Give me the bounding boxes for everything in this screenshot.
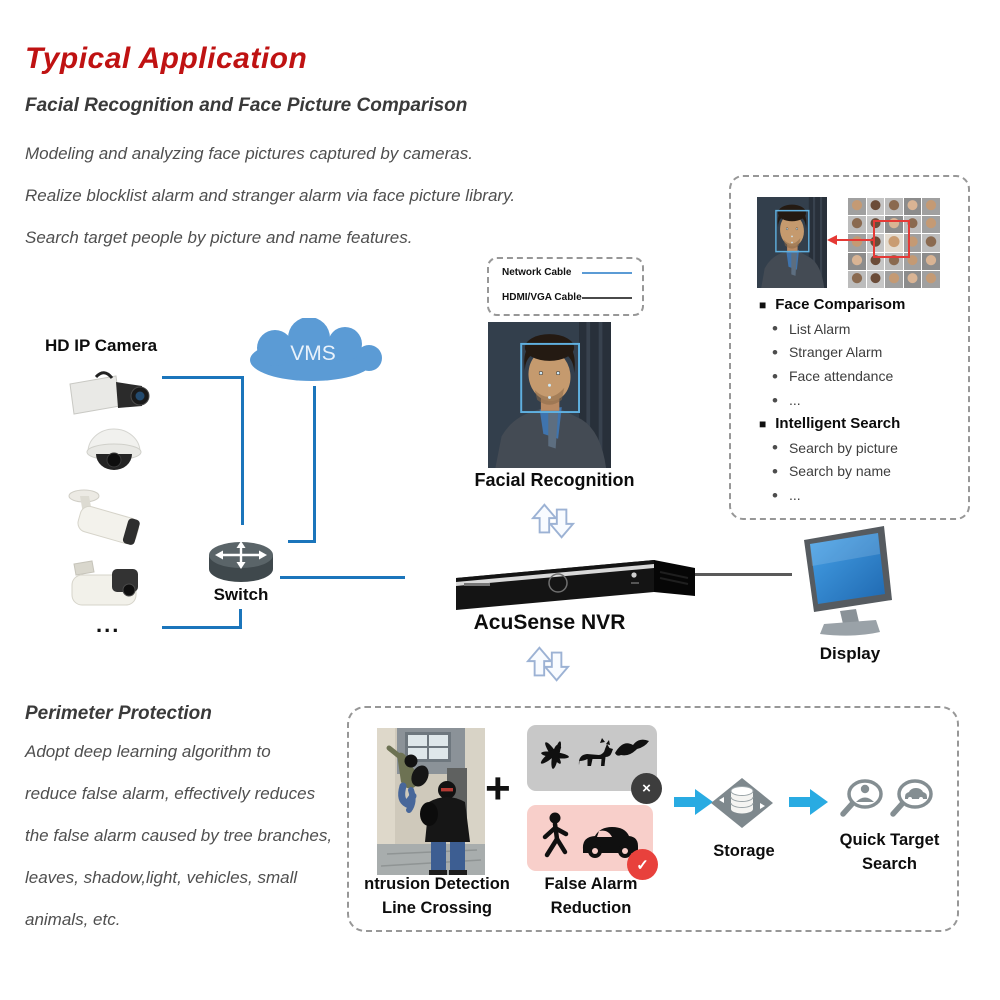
box-camera-icon	[69, 371, 150, 415]
flow-arrow-icon	[789, 786, 829, 823]
dot-bullet-icon: •	[772, 342, 778, 362]
hdmi-cable-line	[582, 296, 632, 299]
perimeter-section-heading: Perimeter Protection	[25, 703, 212, 724]
facial-recognition-image	[488, 322, 611, 468]
feature-item: • ...	[772, 390, 801, 410]
search-person-icon	[840, 779, 883, 817]
feature-group-heading: ■ Intelligent Search	[759, 415, 901, 433]
feature-item: • Face attendance	[772, 366, 894, 386]
false-alarm-label: False Alarm Reduction	[544, 875, 638, 917]
description-line: the false alarm caused by tree branches,	[25, 826, 333, 845]
display-monitor-icon	[798, 526, 900, 645]
facial-recognition-label: Facial Recognition	[474, 470, 635, 490]
foliage-icon	[540, 741, 569, 769]
pedestrian-icon	[542, 812, 569, 858]
cat-icon	[578, 738, 613, 766]
storage-icon	[709, 776, 775, 835]
feature-item: • Search by name	[772, 461, 891, 481]
description-line: animals, etc.	[25, 910, 121, 929]
feature-item: • ...	[772, 485, 801, 505]
network-cable-line	[582, 271, 632, 274]
false-triggers-box: ×	[527, 725, 662, 804]
display-cable-line	[693, 573, 792, 576]
updown-arrow-icon	[527, 500, 579, 547]
feature-item: • Stranger Alarm	[772, 342, 883, 362]
dome-camera-icon	[86, 428, 142, 470]
hd-ip-camera-label: HD IP Camera	[45, 336, 158, 355]
intruder-photo	[377, 728, 485, 875]
bird-icon	[615, 739, 649, 756]
dot-bullet-icon: •	[772, 390, 778, 410]
plus-sign: +	[485, 764, 511, 813]
dot-bullet-icon: •	[772, 485, 778, 505]
storage-label: Storage	[713, 842, 775, 860]
connector-line	[162, 376, 244, 379]
connector-line	[280, 576, 405, 579]
dot-bullet-icon: •	[772, 366, 778, 386]
vms-cloud-icon: VMS VMS	[237, 317, 387, 393]
square-bullet-icon: ■	[759, 297, 767, 312]
nvr-label: AcuSense NVR	[473, 611, 626, 634]
search-vehicle-icon	[890, 779, 933, 817]
perimeter-diagram-box: + ×	[347, 706, 959, 932]
description-line: Modeling and analyzing face pictures cap…	[25, 144, 473, 163]
dot-bullet-icon: •	[772, 461, 778, 481]
description-line: leaves, shadow,light, vehicles, small	[25, 868, 298, 887]
matched-face-box	[873, 220, 910, 258]
face-grid-image	[848, 198, 940, 288]
switch-label: Switch	[213, 585, 269, 604]
nvr-device-icon	[448, 552, 703, 619]
flow-arrow-icon	[674, 786, 714, 823]
description-line: reduce false alarm, effectively reduces	[25, 784, 316, 803]
square-bullet-icon: ■	[759, 416, 767, 431]
connector-line	[313, 386, 316, 543]
feature-group-heading: ■ Face Comparisom	[759, 296, 906, 314]
description-line: Adopt deep learning algorithm to	[25, 742, 271, 761]
description-line: Search target people by picture and name…	[25, 228, 413, 247]
connector-line	[288, 540, 316, 543]
feature-item: • Search by picture	[772, 438, 898, 458]
legend-box: Network Cable HDMI/VGA Cable	[487, 257, 644, 316]
face-portrait-image	[757, 197, 827, 288]
dot-bullet-icon: •	[772, 319, 778, 339]
more-cameras-ellipsis: ...	[96, 612, 121, 637]
legend-network-label: Network Cable	[502, 267, 572, 278]
face-feature-panel: ■ Face Comparisom • List Alarm • Strange…	[729, 175, 970, 520]
feature-list: ■ Face Comparisom • List Alarm • Strange…	[759, 293, 960, 507]
intrusion-label: ntrusion Detection Line Crossing	[364, 875, 510, 917]
quick-target-label: Quick Target Search	[839, 831, 940, 873]
page-title: Typical Application	[25, 42, 308, 75]
match-arrow-icon	[827, 233, 873, 251]
face-section-heading: Facial Recognition and Face Picture Comp…	[25, 95, 468, 116]
legend-hdmi-label: HDMI/VGA Cable	[502, 292, 582, 303]
updown-arrow-icon	[522, 643, 574, 690]
feature-item: • List Alarm	[772, 319, 851, 339]
bullet-camera-icon	[68, 489, 140, 545]
description-line: Realize blocklist alarm and stranger ala…	[25, 186, 516, 205]
display-label: Display	[819, 644, 881, 663]
connector-line	[239, 609, 242, 629]
true-targets-box: ✓	[527, 805, 658, 880]
reject-badge: ×	[631, 773, 662, 804]
bullet-camera-icon	[71, 560, 138, 606]
switch-icon	[206, 535, 276, 592]
vms-label: VMS	[290, 342, 336, 365]
dot-bullet-icon: •	[772, 438, 778, 458]
accept-badge: ✓	[627, 849, 658, 880]
connector-line	[241, 376, 244, 525]
quick-target-search-icons	[839, 778, 939, 827]
camera-stack	[58, 362, 170, 627]
car-icon	[582, 827, 638, 858]
connector-line	[162, 626, 242, 629]
